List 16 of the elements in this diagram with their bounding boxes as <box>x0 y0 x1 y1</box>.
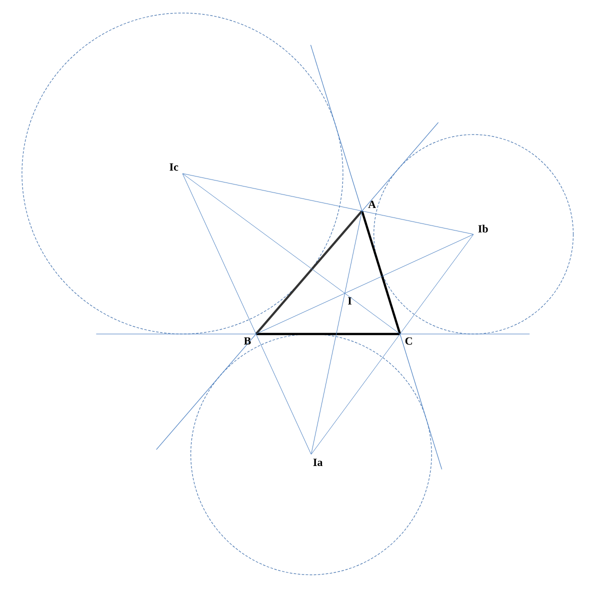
line-segment <box>256 234 474 334</box>
line-segment <box>182 173 400 334</box>
point-label: Ic <box>170 163 178 171</box>
line-segment <box>311 234 474 454</box>
line-segment <box>361 210 401 334</box>
point-label: C <box>405 337 412 345</box>
line-segment <box>182 173 474 234</box>
point-label: Ib <box>478 224 488 233</box>
point-label: B <box>244 337 251 345</box>
point-label: A <box>368 200 376 208</box>
line-segment <box>182 173 312 454</box>
point-label: I <box>348 297 352 304</box>
line-segment <box>255 210 363 335</box>
line-segment <box>310 210 362 454</box>
line-segment <box>256 332 400 336</box>
point-label: Ia <box>313 458 323 466</box>
